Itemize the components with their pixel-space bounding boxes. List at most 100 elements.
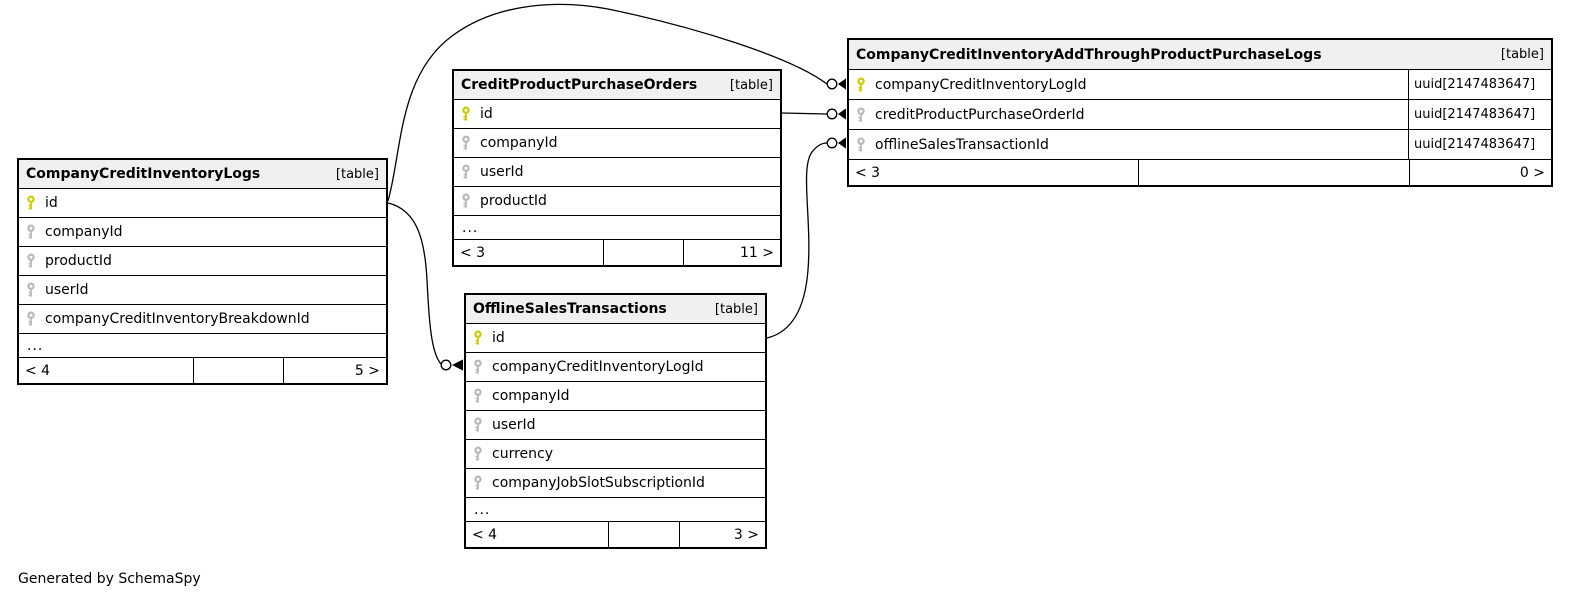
more-columns-ellipsis: ... bbox=[454, 216, 780, 240]
related-parents-count: < 4 bbox=[466, 522, 609, 547]
foreign-key-icon bbox=[473, 417, 483, 433]
column-type: uuid[2147483647] bbox=[1408, 130, 1551, 159]
table-type-tag: [table] bbox=[1500, 47, 1544, 62]
footer-spacer-cell bbox=[1139, 160, 1410, 185]
foreign-key-icon bbox=[856, 136, 866, 153]
entity-table-company-credit-inventory-add-through-product-purchase-logs: CompanyCreditInventoryAddThroughProductP… bbox=[847, 38, 1553, 187]
related-children-count: 0 > bbox=[1519, 164, 1545, 181]
column-rows: companyCreditInventoryLogId uuid[21474836… bbox=[849, 70, 1551, 160]
related-children-count: 11 > bbox=[740, 244, 774, 261]
column-name: userId bbox=[45, 282, 89, 298]
table-header: CompanyCreditInventoryLogs [table] bbox=[19, 160, 386, 189]
column-row: companyCreditInventoryLogId bbox=[466, 353, 765, 382]
foreign-key-icon bbox=[473, 388, 483, 404]
primary-key-icon bbox=[461, 106, 471, 122]
column-row: companyCreditInventoryLogId uuid[21474836… bbox=[849, 70, 1551, 100]
footer-spacer-cell bbox=[609, 522, 680, 547]
foreign-key-icon bbox=[473, 359, 483, 375]
column-name: productId bbox=[45, 253, 112, 269]
footer-spacer-cell bbox=[194, 358, 284, 383]
foreign-key-icon bbox=[473, 446, 483, 462]
column-row: userId bbox=[19, 276, 386, 305]
column-row: companyId bbox=[454, 129, 780, 158]
column-name: companyCreditInventoryBreakdownId bbox=[45, 311, 310, 327]
table-header: CreditProductPurchaseOrders [table] bbox=[454, 71, 780, 100]
entity-table-credit-product-purchase-orders: CreditProductPurchaseOrders [table] id co… bbox=[452, 69, 782, 267]
column-row: companyCreditInventoryBreakdownId bbox=[19, 305, 386, 334]
column-name: companyId bbox=[480, 135, 558, 151]
primary-key-icon bbox=[473, 330, 483, 346]
column-row: id bbox=[19, 189, 386, 218]
foreign-key-icon bbox=[461, 164, 471, 180]
footer-spacer-cell bbox=[604, 240, 684, 265]
foreign-key-icon bbox=[461, 135, 471, 151]
foreign-key-icon bbox=[856, 106, 866, 123]
column-row: productId bbox=[19, 247, 386, 276]
column-name: companyJobSlotSubscriptionId bbox=[492, 475, 705, 491]
column-row: productId bbox=[454, 187, 780, 216]
related-parents-count: < 4 bbox=[19, 358, 194, 383]
related-parents-count: < 3 bbox=[454, 240, 604, 265]
column-row: companyId bbox=[19, 218, 386, 247]
zero-or-many-marker bbox=[826, 137, 846, 149]
table-footer: < 3 11 > bbox=[454, 240, 780, 265]
related-parents-count: < 3 bbox=[849, 160, 1139, 185]
zero-or-many-marker bbox=[440, 359, 463, 371]
primary-key-icon bbox=[26, 195, 36, 211]
table-title[interactable]: OfflineSalesTransactions bbox=[473, 301, 667, 317]
column-row: companyJobSlotSubscriptionId bbox=[466, 469, 765, 498]
column-name: companyId bbox=[492, 388, 570, 404]
foreign-key-icon bbox=[26, 311, 36, 327]
column-rows: id companyCreditInventoryLogId companyId us… bbox=[466, 324, 765, 522]
column-name: companyId bbox=[45, 224, 123, 240]
table-type-tag: [table] bbox=[714, 301, 758, 317]
table-footer: < 4 3 > bbox=[466, 522, 765, 547]
relationship-line-inventorylogs-to-offlinesales bbox=[387, 202, 442, 365]
column-row: userId bbox=[466, 411, 765, 440]
table-type-tag: [table] bbox=[335, 166, 379, 182]
foreign-key-icon bbox=[26, 253, 36, 269]
table-header: CompanyCreditInventoryAddThroughProductP… bbox=[849, 40, 1551, 70]
column-name: productId bbox=[480, 193, 547, 209]
column-rows: id companyId productId userId companyCreditI… bbox=[19, 189, 386, 358]
column-name: companyCreditInventoryLogId bbox=[492, 359, 704, 375]
related-children-count: 3 > bbox=[733, 526, 759, 543]
column-name: currency bbox=[492, 446, 553, 462]
column-rows: id companyId userId productId... bbox=[454, 100, 780, 240]
column-row: creditProductPurchaseOrderId uuid[2147483… bbox=[849, 100, 1551, 130]
entity-table-offline-sales-transactions: OfflineSalesTransactions [table] id compa… bbox=[464, 293, 767, 549]
column-type: uuid[2147483647] bbox=[1408, 70, 1551, 99]
relationship-line-offlinesales-to-addlogs bbox=[766, 142, 828, 339]
column-row: id bbox=[466, 324, 765, 353]
relationship-line-purchaseorders-to-addlogs bbox=[781, 112, 828, 115]
entity-table-company-credit-inventory-logs: CompanyCreditInventoryLogs [table] id com… bbox=[17, 158, 388, 385]
zero-or-many-marker bbox=[826, 78, 846, 90]
table-title[interactable]: CompanyCreditInventoryAddThroughProductP… bbox=[856, 46, 1322, 63]
column-row: id bbox=[454, 100, 780, 129]
primary-key-icon bbox=[856, 76, 866, 93]
related-children-count: 5 > bbox=[354, 362, 380, 379]
table-footer: < 3 0 > bbox=[849, 160, 1551, 185]
column-name: companyCreditInventoryLogId bbox=[875, 76, 1087, 93]
more-columns-ellipsis: ... bbox=[19, 334, 386, 358]
column-name: offlineSalesTransactionId bbox=[875, 136, 1049, 153]
foreign-key-icon bbox=[461, 193, 471, 209]
column-name: id bbox=[45, 195, 58, 211]
column-name: id bbox=[492, 330, 505, 346]
table-footer: < 4 5 > bbox=[19, 358, 386, 383]
generated-by-note: Generated by SchemaSpy bbox=[18, 571, 201, 587]
column-row: userId bbox=[454, 158, 780, 187]
column-name: userId bbox=[480, 164, 524, 180]
table-header: OfflineSalesTransactions [table] bbox=[466, 295, 765, 324]
zero-or-many-marker bbox=[826, 108, 846, 120]
column-name: creditProductPurchaseOrderId bbox=[875, 106, 1085, 123]
column-name: id bbox=[480, 106, 493, 122]
column-type: uuid[2147483647] bbox=[1408, 100, 1551, 129]
foreign-key-icon bbox=[26, 224, 36, 240]
more-columns-ellipsis: ... bbox=[466, 498, 765, 522]
table-title[interactable]: CreditProductPurchaseOrders bbox=[461, 77, 698, 93]
table-title[interactable]: CompanyCreditInventoryLogs bbox=[26, 166, 261, 182]
foreign-key-icon bbox=[473, 475, 483, 491]
